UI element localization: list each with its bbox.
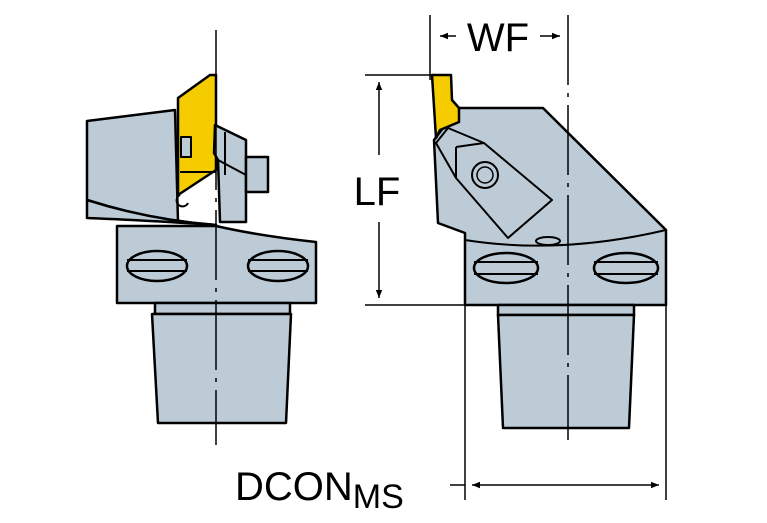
mounting-slot-left: [472, 251, 540, 285]
mounting-slot-right: [592, 251, 660, 285]
clamp: [212, 123, 248, 224]
coolant-hole: [535, 236, 561, 246]
dcon-label: DCONMS: [235, 465, 404, 516]
cutting-insert: [430, 73, 461, 140]
cutting-insert: [176, 73, 218, 197]
wf-label: WF: [467, 16, 529, 60]
clamp-knob: [244, 155, 270, 194]
mounting-slot-left: [125, 249, 189, 283]
dcon-subscript: MS: [353, 478, 404, 516]
shank: [496, 313, 636, 430]
front-view: [430, 15, 668, 440]
lf-label: LF: [354, 170, 401, 214]
dcon-main: DCON: [235, 465, 353, 509]
side-view: [85, 30, 318, 445]
shank-collar: [496, 303, 636, 317]
mounting-slot-right: [246, 249, 310, 283]
shank: [150, 312, 293, 425]
dimensions: [365, 15, 667, 500]
insert-slot: [180, 136, 192, 158]
screw-hole: [175, 194, 189, 208]
shank-collar: [153, 301, 292, 316]
